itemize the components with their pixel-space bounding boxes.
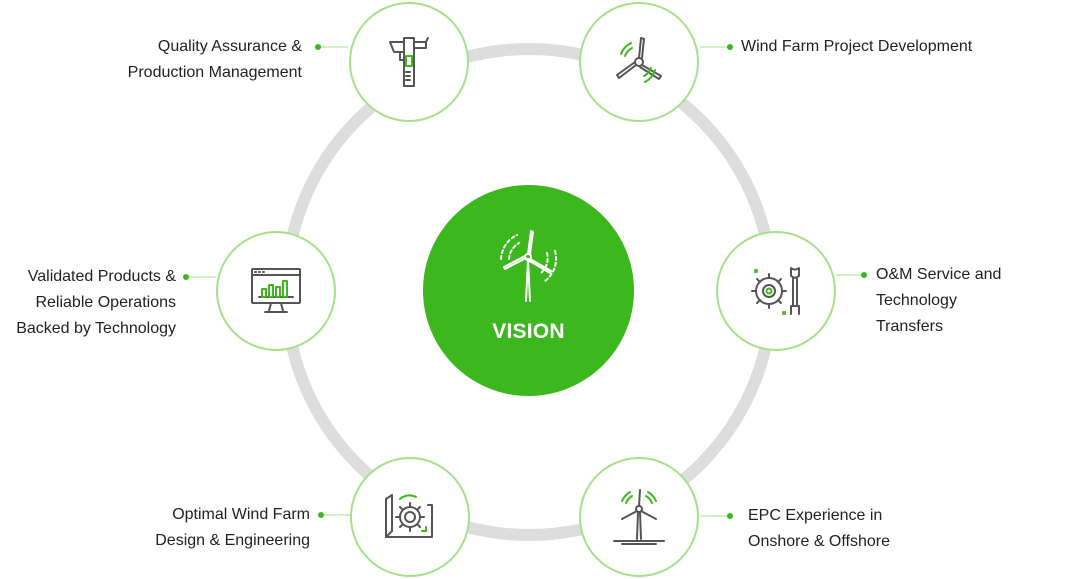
wind-turbine-rotor-icon [616,37,662,83]
label-epc: EPC Experience in Onshore & Offshore [748,507,890,550]
label-om-service: O&M Service and Technology Transfers [876,266,1002,335]
node-epc [579,457,699,577]
vision-center: VISION [423,185,634,396]
connector-epc [700,513,733,519]
label-quality: Quality Assurance & Production Managemen… [127,38,302,81]
label-validated: Validated Products & Reliable Operations… [16,268,176,337]
monitor-chart-icon [251,268,301,313]
caliper-icon [389,37,429,87]
node-quality [349,2,469,122]
center-title: VISION [492,320,565,343]
blueprint-gear-icon [385,494,433,538]
node-design [350,457,470,577]
gear-wrench-icon [751,267,800,315]
connector-validated [183,274,216,280]
connector-project-development [700,44,733,50]
node-validated [216,231,336,351]
node-om-service [716,231,836,351]
wind-turbine-icon [500,230,558,302]
label-design: Optimal Wind Farm Design & Engineering [155,506,310,549]
label-project-development: Wind Farm Project Development [741,38,973,55]
connector-design [318,512,350,518]
node-project-development [579,2,699,122]
connector-quality [315,44,348,50]
wind-turbine-tower-icon [613,489,665,545]
connector-om-service [836,272,867,278]
